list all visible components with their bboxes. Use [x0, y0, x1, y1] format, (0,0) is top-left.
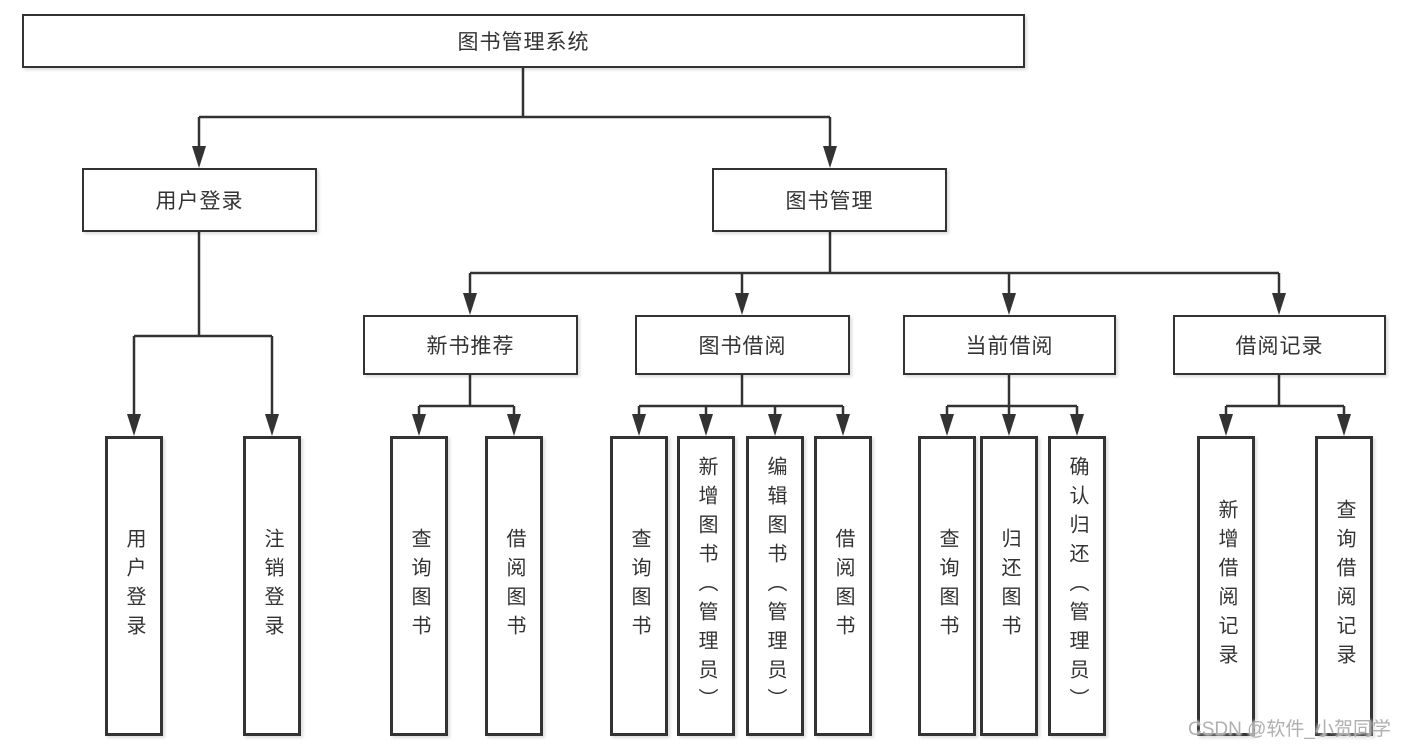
node-leaf-cb-return: 归还图书 [980, 436, 1038, 736]
node-book-borrow: 图书借阅 [635, 315, 850, 375]
node-book-mgmt-label: 图书管理 [785, 190, 874, 213]
node-leaf-cb-search: 查询图书 [918, 436, 976, 736]
node-leaf-cb-confirm-label: 确认归还（管理员） [1066, 455, 1088, 717]
arrowhead-leaf-logout [265, 414, 279, 436]
node-leaf-bb-add: 新增图书（管理员） [677, 436, 735, 736]
node-user-login: 用户登录 [82, 168, 317, 232]
node-leaf-bb-search: 查询图书 [610, 436, 668, 736]
node-leaf-bb-add-label: 新增图书（管理员） [695, 455, 717, 717]
node-current-borrow: 当前借阅 [903, 315, 1116, 375]
arrowhead-leaf-user-login [127, 414, 141, 436]
arrowhead-leaf-nbr-search [412, 414, 426, 436]
connector-line [132, 232, 274, 416]
arrowhead-leaf-br-search [1337, 414, 1351, 436]
node-leaf-br-search: 查询借阅记录 [1315, 436, 1373, 736]
connector-book-mgmt-to-level3 [463, 232, 1286, 315]
arrowhead-leaf-bb-add [699, 414, 713, 436]
node-leaf-br-search-label: 查询借阅记录 [1333, 499, 1355, 673]
connector-root-to-level2 [192, 68, 837, 168]
connector-line [197, 68, 832, 148]
node-user-login-label: 用户登录 [155, 190, 244, 213]
node-book-borrow-label: 图书借阅 [698, 335, 787, 358]
connector-book-borrow-to-leaves [632, 375, 850, 436]
node-leaf-bb-edit: 编辑图书（管理员） [746, 436, 804, 736]
arrowhead-leaf-cb-return [1002, 414, 1016, 436]
arrowhead-leaf-bb-edit [768, 414, 782, 436]
node-leaf-logout: 注销登录 [243, 436, 301, 736]
node-leaf-br-add: 新增借阅记录 [1197, 436, 1255, 736]
node-leaf-bb-search-label: 查询图书 [628, 528, 650, 644]
node-leaf-bb-borrow: 借阅图书 [814, 436, 872, 736]
arrowhead-new-book-rec [463, 293, 477, 315]
arrowhead-leaf-bb-borrow [836, 414, 850, 436]
node-leaf-br-add-label: 新增借阅记录 [1215, 499, 1237, 673]
node-book-mgmt: 图书管理 [712, 168, 947, 232]
node-leaf-logout-label: 注销登录 [261, 528, 283, 644]
node-new-book-rec-label: 新书推荐 [426, 335, 515, 358]
node-leaf-nbr-search: 查询图书 [390, 436, 448, 736]
connector-line [468, 232, 1281, 295]
node-current-borrow-label: 当前借阅 [965, 335, 1054, 358]
connector-borrow-records-to-leaves [1219, 375, 1351, 436]
connector-current-borrow-to-leaves [940, 375, 1084, 436]
node-leaf-cb-confirm: 确认归还（管理员） [1048, 436, 1106, 736]
connector-new-book-rec-to-leaves [412, 375, 521, 436]
node-root: 图书管理系统 [22, 14, 1025, 68]
arrowhead-user-login [192, 146, 206, 168]
node-new-book-rec: 新书推荐 [363, 315, 578, 375]
connector-line [1224, 375, 1346, 416]
node-leaf-cb-search-label: 查询图书 [936, 528, 958, 644]
node-leaf-user-login-label: 用户登录 [123, 528, 145, 644]
node-leaf-nbr-search-label: 查询图书 [408, 528, 430, 644]
node-borrow-records: 借阅记录 [1173, 315, 1386, 375]
connector-line [417, 375, 516, 416]
connector-user-login-to-leaves [127, 232, 279, 436]
csdn-watermark: CSDN @软件_小贺同学 [1188, 719, 1391, 740]
connector-line [945, 375, 1079, 416]
node-root-label: 图书管理系统 [457, 31, 590, 54]
arrowhead-current-borrow [1002, 293, 1016, 315]
arrowhead-book-mgmt [823, 146, 837, 168]
arrowhead-leaf-nbr-borrow [507, 414, 521, 436]
arrowhead-leaf-cb-confirm [1070, 414, 1084, 436]
arrowhead-leaf-bb-search [632, 414, 646, 436]
node-leaf-cb-return-label: 归还图书 [998, 528, 1020, 644]
node-leaf-user-login: 用户登录 [105, 436, 163, 736]
arrowhead-book-borrow [735, 293, 749, 315]
node-borrow-records-label: 借阅记录 [1235, 335, 1324, 358]
arrowhead-borrow-records [1272, 293, 1286, 315]
node-leaf-bb-edit-label: 编辑图书（管理员） [764, 455, 786, 717]
arrowhead-leaf-cb-search [940, 414, 954, 436]
node-leaf-nbr-borrow-label: 借阅图书 [503, 528, 525, 644]
node-leaf-nbr-borrow: 借阅图书 [485, 436, 543, 736]
arrowhead-leaf-br-add [1219, 414, 1233, 436]
node-leaf-bb-borrow-label: 借阅图书 [832, 528, 854, 644]
connector-line [637, 375, 845, 416]
